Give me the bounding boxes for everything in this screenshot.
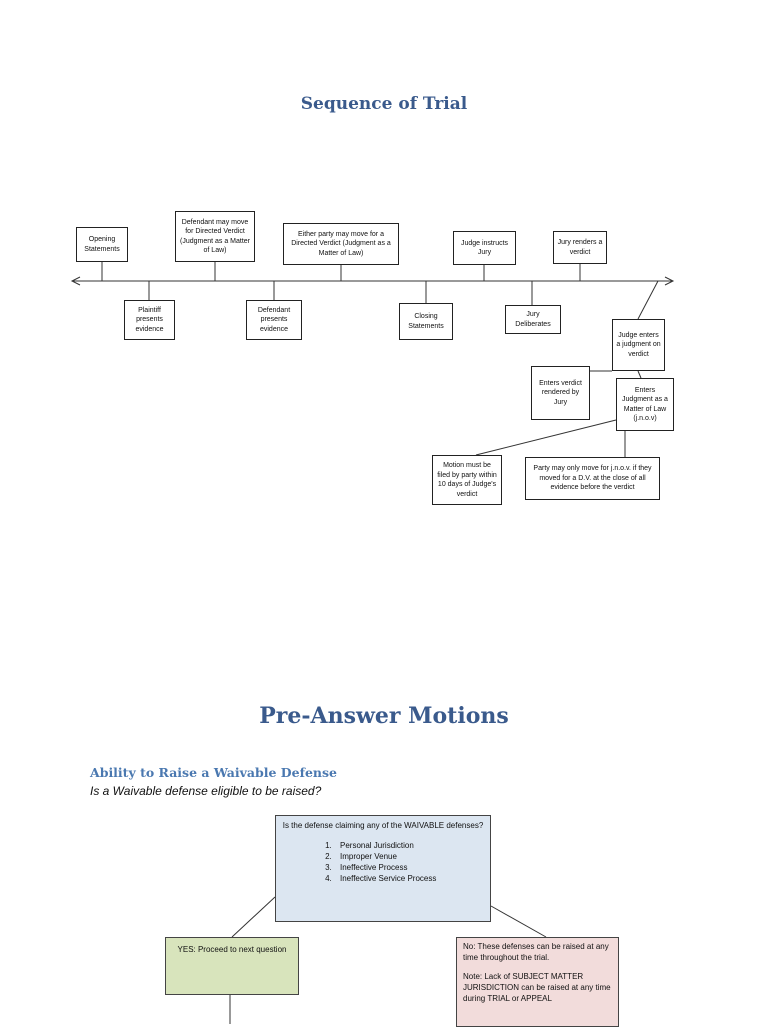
step-jury-renders-verdict: Jury renders a verdict	[553, 231, 607, 264]
list-item: Personal Jurisdiction	[334, 840, 484, 851]
step-opening-statements: Opening Statements	[76, 227, 128, 262]
yes-text: YES: Proceed to next question	[177, 945, 287, 954]
step-motion-filed: Motion must be filed by party within 10 …	[432, 455, 502, 505]
step-defendant-directed-verdict: Defendant may move for Directed Verdict …	[175, 211, 255, 262]
yes-answer-box: YES: Proceed to next question	[165, 937, 299, 995]
step-judge-enters-judgment: Judge enters a judgment on verdict	[612, 319, 665, 371]
step-closing-statements: Closing Statements	[399, 303, 453, 340]
timeline-arrow-right	[664, 276, 675, 286]
page-title-pre-answer-motions: Pre-Answer Motions	[259, 703, 509, 729]
step-jury-deliberates: Jury Deliberates	[505, 305, 561, 334]
no-text: No: These defenses can be raised at any …	[463, 942, 609, 962]
no-answer-box: No: These defenses can be raised at any …	[456, 937, 619, 1027]
note-text: Note: Lack of SUBJECT MATTER JURISDICTIO…	[463, 972, 611, 1003]
defense-list: Personal Jurisdiction Improper Venue Ine…	[282, 840, 484, 884]
section-subhead: Ability to Raise a Waivable Defense	[90, 765, 338, 780]
question-title: Is the defense claiming any of the WAIVA…	[282, 821, 484, 830]
step-enters-verdict: Enters verdict rendered by Jury	[531, 366, 590, 420]
waivable-defense-question-box: Is the defense claiming any of the WAIVA…	[275, 815, 491, 922]
list-item: Improper Venue	[334, 851, 484, 862]
list-item: Ineffective Service Process	[334, 873, 484, 884]
step-enters-jnov: Enters Judgment as a Matter of Law (j.n.…	[616, 378, 674, 431]
step-either-party-directed-verdict: Either party may move for a Directed Ver…	[283, 223, 399, 265]
list-item: Ineffective Process	[334, 862, 484, 873]
page-title-sequence-of-trial: Sequence of Trial	[300, 94, 468, 114]
step-party-may-move: Party may only move for j.n.o.v. if they…	[525, 457, 660, 500]
section-question: Is a Waivable defense eligible to be rai…	[90, 784, 322, 798]
step-plaintiff-presents-evidence: Plaintiff presents evidence	[124, 300, 175, 340]
timeline-arrow-left	[70, 276, 81, 286]
step-judge-instructs-jury: Judge instructs Jury	[453, 231, 516, 265]
step-defendant-presents-evidence: Defendant presents evidence	[246, 300, 302, 340]
